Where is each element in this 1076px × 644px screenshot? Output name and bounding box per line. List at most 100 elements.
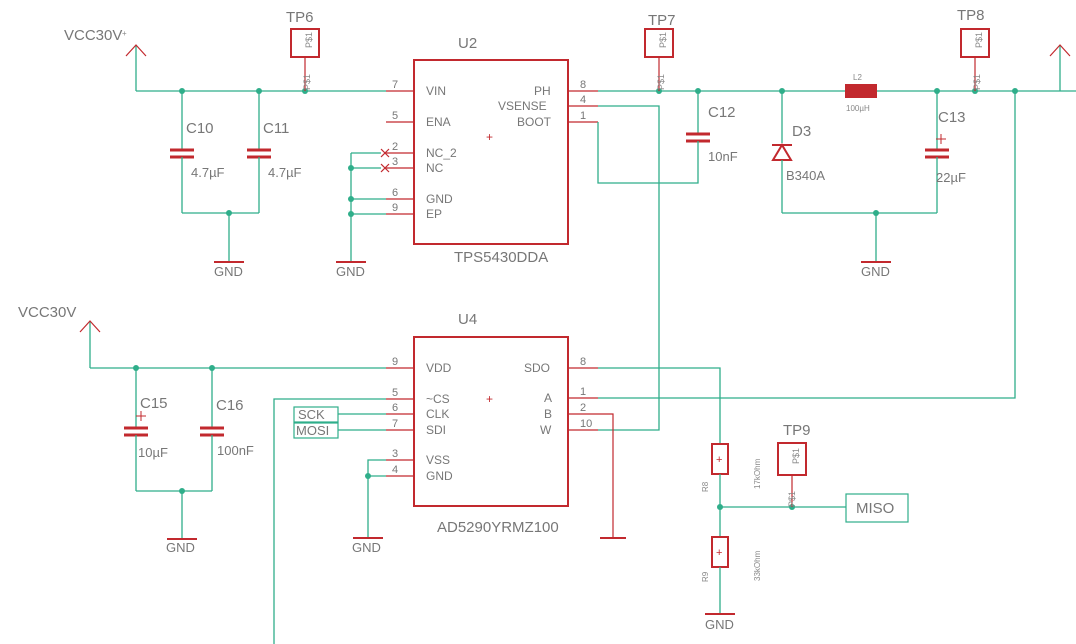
testpoint-tp8: TP8 P$1 P$1 <box>957 7 990 91</box>
u2-pin-vin: VIN <box>426 84 446 98</box>
r8-ref: R8 <box>701 481 710 492</box>
d3-value: B340A <box>786 168 825 183</box>
net-cs <box>273 398 386 644</box>
u4-pin-a: A <box>544 391 552 405</box>
ic-u2: U2 TPS5430DDA + 7 VIN 5 ENA 2 NC_2 3 NC … <box>380 35 598 266</box>
tp9-pad-label: P$1 <box>787 491 797 507</box>
tp8-pad: P$1 <box>974 32 984 48</box>
u4-pin-clk: CLK <box>426 407 449 421</box>
c16-ref: C16 <box>216 397 244 414</box>
u2-pin-boot: BOOT <box>517 115 552 129</box>
gnd-symbol-6: GND <box>705 613 735 632</box>
vcc-supply-symbol-mid: VCC30V <box>18 304 101 368</box>
vcc-supply-symbol-top: VCC30V + <box>64 27 147 91</box>
vcc-label-top: VCC30V <box>64 27 122 44</box>
resistor-r9: + R9 33kOhm <box>701 536 762 582</box>
u4-pin-num-2: 2 <box>580 402 586 414</box>
port-mosi: MOSI <box>293 422 339 439</box>
gnd-symbol-2: GND <box>336 261 366 279</box>
c12-value: 10nF <box>708 149 738 164</box>
gnd-label-2: GND <box>336 264 365 279</box>
tp8-pad-label: P$1 <box>972 74 982 90</box>
u4-pin-gnd: GND <box>426 469 453 483</box>
svg-text:+: + <box>122 29 127 38</box>
tp7-pad: P$1 <box>658 32 668 48</box>
u2-pin-ep: EP <box>426 207 442 221</box>
u4-pin-sdi: SDI <box>426 423 446 437</box>
testpoint-tp9: TP9 P$1 P$1 <box>777 422 811 507</box>
capacitor-c11: C11 4.7µF <box>247 91 302 213</box>
u2-pin-ena: ENA <box>426 115 451 129</box>
c16-value: 100nF <box>217 443 254 458</box>
tp9-label: TP9 <box>783 422 811 439</box>
mosi-label: MOSI <box>296 423 329 438</box>
tp6-pad: P$1 <box>304 32 314 48</box>
tp6-pad-label: P$1 <box>302 74 312 90</box>
net-vsense-feedback <box>598 105 660 431</box>
u4-pin-num-9: 9 <box>392 356 398 368</box>
r8-value: 17kOhm <box>753 458 762 489</box>
svg-text:+: + <box>716 547 722 559</box>
u4-pin-sdo: SDO <box>524 361 550 375</box>
c10-value: 4.7µF <box>191 165 225 180</box>
d3-ref: D3 <box>792 123 811 140</box>
c15-value: 10µF <box>138 445 168 460</box>
miso-label: MISO <box>856 500 894 517</box>
port-miso: MISO <box>845 493 909 523</box>
port-sck: SCK <box>293 406 339 423</box>
c12-ref: C12 <box>708 104 736 121</box>
u2-pin-num-2: 2 <box>392 141 398 153</box>
l2-ref: L2 <box>853 73 862 82</box>
ic-u4: U4 AD5290YRMZ100 + 9 VDD 5 ~CS 6 CLK 7 S… <box>386 311 598 536</box>
svg-text:+: + <box>486 392 493 406</box>
c11-value: 4.7µF <box>268 165 302 180</box>
vcc-label-mid: VCC30V <box>18 304 76 321</box>
c15-ref: C15 <box>140 395 168 412</box>
gnd-label-6: GND <box>705 617 734 632</box>
gnd-label-4: GND <box>166 540 195 555</box>
gnd-label-1: GND <box>214 264 243 279</box>
diode-d3: D3 B340A <box>771 91 825 213</box>
gnd-symbol-3: GND <box>861 261 891 279</box>
u2-pin-gnd: GND <box>426 192 453 206</box>
u4-pin-num-4: 4 <box>392 464 398 476</box>
capacitor-c12: C12 10nF <box>686 91 738 164</box>
u4-pin-num-7: 7 <box>392 418 398 430</box>
resistor-r8: + R8 17kOhm <box>701 443 762 492</box>
u4-pin-num-5: 5 <box>392 387 398 399</box>
u2-pin-num-3: 3 <box>392 156 398 168</box>
u4-ref: U4 <box>458 311 477 328</box>
testpoint-tp6: TP6 P$1 P$1 <box>286 9 320 91</box>
u2-ref: U2 <box>458 35 477 52</box>
u2-value: TPS5430DDA <box>454 249 548 266</box>
c13-value: 22µF <box>936 170 966 185</box>
r9-value: 33kOhm <box>753 550 762 581</box>
u4-pin-b: B <box>544 407 552 421</box>
testpoint-tp7: TP7 P$1 P$1 <box>644 12 676 91</box>
svg-text:+: + <box>486 130 493 144</box>
u2-pin-ph: PH <box>534 84 551 98</box>
net-a-to-output <box>598 91 1016 399</box>
capacitor-c16: C16 100nF <box>200 368 254 491</box>
u2-pin-nc2: NC_2 <box>426 146 457 160</box>
u2-pin-num-9: 9 <box>392 202 398 214</box>
gnd-label-5: GND <box>352 540 381 555</box>
tp9-pad: P$1 <box>791 448 801 464</box>
u4-pin-cs: ~CS <box>426 392 450 406</box>
c11-ref: C11 <box>263 120 289 137</box>
capacitor-c15: C15 10µF <box>124 368 168 491</box>
gnd-label-3: GND <box>861 264 890 279</box>
tp6-label: TP6 <box>286 9 314 26</box>
c10-ref: C10 <box>186 120 214 137</box>
u2-pin-num-1: 1 <box>580 110 586 122</box>
capacitor-c13: C13 22µF <box>925 91 966 213</box>
sck-label: SCK <box>298 407 325 422</box>
tp7-pad-label: P$1 <box>656 74 666 90</box>
u2-pin-nc: NC <box>426 161 444 175</box>
tp7-label: TP7 <box>648 12 676 29</box>
u2-pin-num-8: 8 <box>580 79 586 91</box>
u4-pin-vss: VSS <box>426 453 450 467</box>
u2-pin-vsense: VSENSE <box>498 99 547 113</box>
capacitor-c10: C10 4.7µF <box>170 91 225 213</box>
